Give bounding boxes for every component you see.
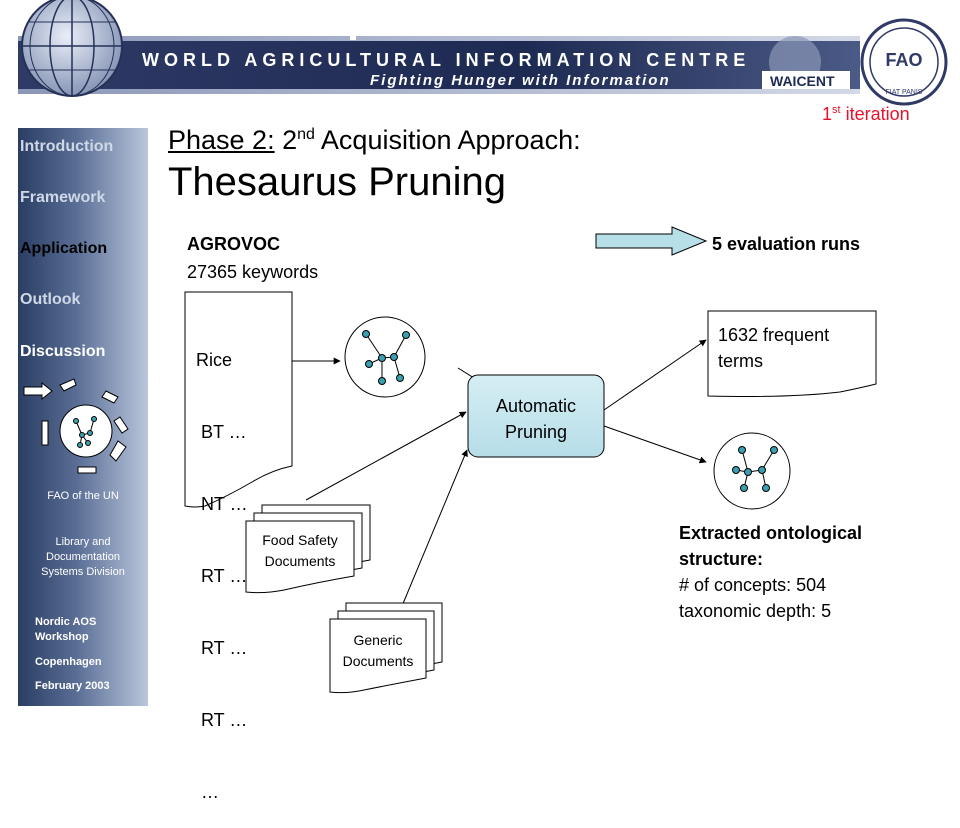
taxonomic-depth: taxonomic depth: 5 xyxy=(679,601,832,621)
thesaurus-line: RT … xyxy=(196,638,248,658)
cycle-icon xyxy=(23,378,129,474)
sidebar-event-2: Workshop xyxy=(35,631,89,643)
fao-logo-text: FAO xyxy=(885,50,922,70)
food-safety-label: Food Safety Documents xyxy=(246,530,354,572)
header-banner: World Agricultural Information Centre Fi… xyxy=(18,0,948,106)
food-safety-documents-icon xyxy=(245,504,371,594)
fao-logo-icon: FAO FIAT PANIS xyxy=(860,18,948,106)
arrow-process-tree xyxy=(603,425,707,464)
iteration-label: 1st iteration xyxy=(822,104,910,125)
sidebar-division-3: Systems Division xyxy=(41,566,125,578)
thesaurus-entry-text: Rice BT … NT … RT … RT … RT … … xyxy=(196,300,248,828)
sidebar-item-introduction[interactable]: Introduction xyxy=(20,138,114,155)
frequent-terms-line: 1632 frequent xyxy=(718,325,830,345)
globe-logo-icon xyxy=(21,0,123,97)
generic-docs-label: Generic Documents xyxy=(330,630,426,672)
thesaurus-line: … xyxy=(196,782,220,802)
thesaurus-line: RT … xyxy=(196,710,248,730)
waicent-logo-text: WAICENT xyxy=(770,73,835,89)
automatic-pruning-label: Automatic Pruning xyxy=(468,393,604,445)
phase-label: Phase 2: xyxy=(168,125,275,155)
thesaurus-line: RT … xyxy=(196,566,248,586)
sidebar-item-application[interactable]: Application xyxy=(20,240,108,257)
phase-rest-post: Acquisition Approach: xyxy=(314,125,581,155)
thesaurus-entry-box xyxy=(184,291,293,508)
phase-heading: Phase 2: 2nd Acquisition Approach: xyxy=(168,125,581,156)
process-label-line: Automatic xyxy=(495,396,577,416)
thesaurus-line: BT … xyxy=(196,422,247,442)
iteration-suffix: st xyxy=(832,104,841,116)
phase-rest-pre: 2 xyxy=(274,125,298,155)
waicent-logo-icon: WAICENT xyxy=(762,36,850,89)
extracted-structure-text: Extracted ontological structure: # of co… xyxy=(679,520,862,624)
thesaurus-line: Rice xyxy=(196,350,233,370)
arrow-process-terms xyxy=(603,339,707,411)
phase-rest-sup: nd xyxy=(297,126,315,143)
sidebar-date: February 2003 xyxy=(35,680,110,692)
generic-docs-line: Documents xyxy=(342,653,414,669)
generic-docs-line: Generic xyxy=(353,632,403,648)
pruning-diagram xyxy=(184,226,877,694)
arrow-generic-process xyxy=(401,449,468,607)
evaluation-arrow-icon xyxy=(595,226,708,256)
frequent-terms-line: terms xyxy=(718,351,763,371)
evaluation-runs-label: 5 evaluation runs xyxy=(712,234,861,254)
extracted-title-line: Extracted ontological xyxy=(679,523,863,543)
sidebar-item-framework[interactable]: Framework xyxy=(20,189,106,206)
concepts-count: # of concepts: 504 xyxy=(679,575,827,595)
sidebar-division-2: Documentation xyxy=(46,551,120,563)
iteration-ordinal: 1 xyxy=(822,104,833,124)
sidebar-division-1: Library and xyxy=(55,536,111,548)
arrow-food-process xyxy=(305,411,467,501)
fiat-panis-text: FIAT PANIS xyxy=(886,89,923,96)
tree-structure-icon xyxy=(344,316,426,398)
sidebar-item-outlook[interactable]: Outlook xyxy=(20,291,81,308)
banner-subtitle: Fighting Hunger with Information xyxy=(370,72,671,89)
iteration-text: iteration xyxy=(840,104,910,124)
sidebar-org: FAO of the UN xyxy=(47,490,119,502)
agrovoc-name: AGROVOC xyxy=(187,234,281,254)
extracted-title-line: structure: xyxy=(679,549,764,569)
process-label-line: Pruning xyxy=(504,422,568,442)
page-title: Thesaurus Pruning xyxy=(168,160,506,204)
generic-documents-icon xyxy=(329,602,443,694)
food-docs-line: Food Safety xyxy=(262,532,338,548)
automatic-pruning-box xyxy=(467,374,605,458)
sidebar-item-discussion[interactable]: Discussion xyxy=(20,343,106,360)
thesaurus-line: NT … xyxy=(196,494,248,514)
frequent-terms-box xyxy=(707,310,877,397)
agrovoc-count: 27365 keywords xyxy=(187,262,319,282)
frequent-terms-label: 1632 frequent terms xyxy=(718,322,829,374)
sidebar-event-1: Nordic AOS xyxy=(35,616,97,628)
extracted-tree-icon xyxy=(713,432,791,510)
food-docs-line: Documents xyxy=(264,553,336,569)
sidebar-city: Copenhagen xyxy=(35,656,102,668)
banner-title: World Agricultural Information Centre xyxy=(142,50,750,70)
